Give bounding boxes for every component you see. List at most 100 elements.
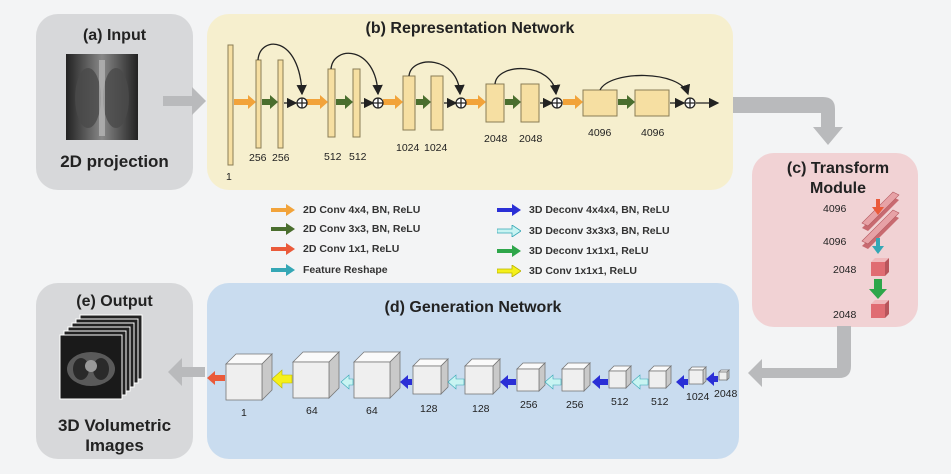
rep-label: 1024 [424,142,448,154]
red-arrow-icon [271,243,295,255]
legend-label: 3D Deconv 1x1x1, ReLU [529,245,649,257]
input-title: (a) Input [82,27,147,44]
transform-to-generation-arrow [748,326,851,387]
input-to-representation-arrow [163,87,206,115]
layer-512b [352,68,361,138]
rep-label: 4096 [641,127,665,139]
layer-256b [277,59,284,149]
cube-64a [292,351,340,399]
gen-label: 256 [566,399,584,411]
gen-label: 1 [241,407,247,419]
teal-arrow-icon [271,264,295,276]
generation-cubes [225,351,730,401]
generation-arrows [207,369,718,390]
flow-arrows [163,87,851,387]
representation-labels: 1 256 256 512 512 1024 1024 2048 2048 40… [226,127,665,183]
legend-label: 3D Deconv 4x4x4, BN, ReLU [529,204,670,216]
green-arrow-icon [497,245,521,257]
blue-arrow-icon [497,204,521,216]
gen-label: 64 [306,405,318,417]
blue-arrow-icon [676,375,688,389]
rep-label: 4096 [588,127,612,139]
generation-title: (d) Generation Network [384,299,562,316]
output-title: (e) Output [76,293,153,310]
light-cyan-arrow-icon [544,374,562,390]
feature-cube-2048a [871,258,889,276]
gen-label: 512 [611,396,629,408]
layer-4096a [582,89,618,117]
blue-arrow-icon [592,375,608,389]
layer-1024b [430,75,444,131]
cube-256a [516,362,546,392]
cube-1 [225,353,273,401]
cube-2048 [718,369,730,381]
gen-label: 128 [420,403,438,415]
legend-item-2d-conv-3x3: 2D Conv 3x3, BN, ReLU [271,223,420,235]
layer-2048a [485,83,505,123]
cube-64b [353,351,401,399]
cube-128a [412,358,449,395]
representation-to-transform-arrow [733,97,843,145]
sum-node-icon [684,97,696,109]
generation-to-output-arrow [168,358,205,386]
teal-arrow-icon [872,238,884,254]
sum-nodes [296,97,696,109]
sum-node-icon [296,97,308,109]
gen-label: 2048 [714,388,738,400]
yellow-arrow-icon [271,369,293,389]
rep-label: 1 [226,171,232,183]
rep-label: 512 [349,151,367,163]
generation-labels: 1 64 64 128 128 256 256 512 512 1024 204… [241,388,738,419]
legend-label: 2D Conv 4x4, BN, ReLU [303,204,421,216]
legend-item-3d-deconv-1x1x1: 3D Deconv 1x1x1, ReLU [497,245,649,257]
feature-plane-4096b [861,209,900,249]
representation-title: (b) Representation Network [365,20,575,37]
rep-label: 2048 [519,133,543,145]
rep-label: 512 [324,151,342,163]
layer-input-plane [227,44,234,166]
layer-512a [327,68,336,138]
rep-label: 1024 [396,142,420,154]
yellow-arrow-icon [497,265,521,277]
transform-label: 4096 [823,236,847,248]
red-arrow-icon [207,371,225,385]
layer-4096b [634,89,670,117]
transform-labels: 4096 4096 2048 2048 [823,203,857,321]
legend-item-feature-reshape: Feature Reshape [271,264,388,276]
output-caption-line1: 3D Volumetric [57,416,172,435]
light-cyan-arrow-icon [340,374,354,390]
transform-title-line2: Module [810,180,866,197]
output-caption-line2: Images [85,436,144,455]
green-arrow-icon [869,279,887,299]
dark-green-arrow-icon [271,223,295,235]
light-cyan-arrow-icon [631,374,649,390]
rep-label: 256 [249,152,267,164]
feature-cube-2048b [871,300,889,318]
legend-label: Feature Reshape [303,264,388,276]
legend-label: 3D Conv 1x1x1, ReLU [529,265,637,277]
ct-slices-image [59,314,143,400]
light-cyan-arrow-icon [447,374,465,390]
light-cyan-arrow-icon [497,225,521,237]
layer-2048b [520,83,540,123]
red-arrow-icon [872,199,884,215]
cube-128b [464,358,501,395]
transform-title-line1: (c) Transform [786,160,890,177]
gen-label: 128 [472,403,490,415]
representation-arrows [234,95,635,109]
legend-label: 3D Deconv 3x3x3, BN, ReLU [529,225,670,237]
legend-item-3d-deconv-4x4x4: 3D Deconv 4x4x4, BN, ReLU [497,204,670,216]
sum-node-icon [455,97,467,109]
rep-label: 256 [272,152,290,164]
cube-1024 [688,366,707,385]
transform-module-panel [752,153,918,327]
gen-label: 64 [366,405,378,417]
orange-arrow-icon [271,204,295,216]
layer-256a [255,59,262,149]
blue-arrow-icon [500,375,516,389]
legend-item-3d-conv-1x1x1: 3D Conv 1x1x1, ReLU [497,265,637,277]
rep-label: 2048 [484,133,508,145]
blue-arrow-icon [400,375,412,389]
cube-512a [608,365,632,389]
